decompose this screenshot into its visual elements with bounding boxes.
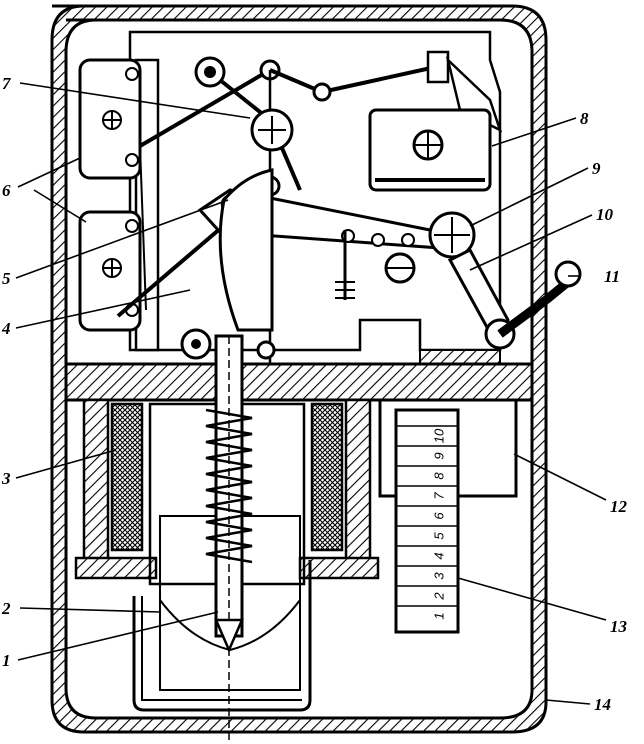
callout-13: 13 [610, 617, 628, 636]
callout-4: 4 [1, 319, 11, 338]
callout-3: 3 [1, 469, 11, 488]
base-plate [64, 362, 534, 402]
callout-11: 11 [604, 267, 620, 286]
counter-digit: 9 [431, 452, 446, 459]
pivot-rollers [180, 328, 276, 360]
callout-6: 6 [2, 181, 11, 200]
counter-digit: 5 [431, 532, 446, 540]
callout-14: 14 [594, 695, 611, 714]
counter-digit: 1 [431, 612, 446, 619]
cam-segment [218, 168, 274, 332]
counter-digit: 6 [431, 512, 446, 520]
callout-10: 10 [596, 205, 614, 224]
counter-digit: 3 [431, 572, 446, 580]
callout-7: 7 [2, 74, 12, 93]
counter-digit: 7 [431, 492, 446, 500]
counter-housing [378, 398, 518, 634]
callout-8: 8 [580, 109, 589, 128]
callout-2: 2 [1, 599, 11, 618]
dashpot [132, 334, 312, 740]
contact-blocks [78, 58, 142, 332]
right-contact-block [368, 108, 492, 192]
callout-5: 5 [2, 269, 11, 288]
counter-digit: 2 [431, 592, 446, 601]
counter-digit: 8 [431, 472, 446, 480]
callout-9: 9 [592, 159, 601, 178]
counter-digit: 10 [431, 428, 446, 443]
counter-digit: 4 [431, 552, 446, 559]
operating-handle [419, 248, 582, 365]
callout-labels: 7 6 5 4 3 2 1 8 9 10 11 12 13 14 [1, 74, 628, 714]
callout-1: 1 [2, 651, 11, 670]
leader-lines [15, 82, 607, 705]
counter-digits: 1 2 3 4 5 6 7 8 9 10 [396, 425, 458, 620]
callout-12: 12 [610, 497, 628, 516]
